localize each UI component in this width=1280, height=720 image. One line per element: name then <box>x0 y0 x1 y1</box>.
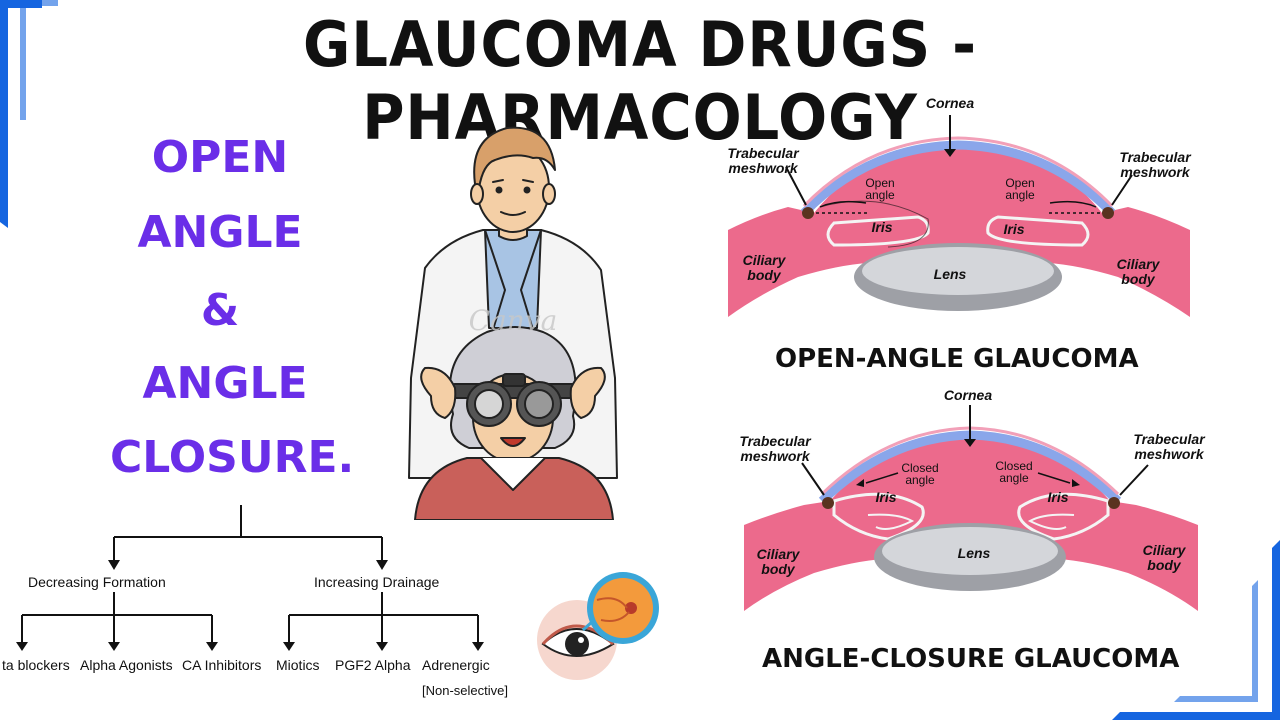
leaf-adrenergic: Adrenergic <box>422 657 490 673</box>
open-angle-right: Open angle <box>1005 176 1035 202</box>
closed-cornea-label: Cornea <box>943 387 993 403</box>
closed-angle-right: Closed angle <box>995 459 1033 485</box>
closed-lens-label: Lens <box>957 545 991 561</box>
left-word-ampersand: & <box>200 285 240 336</box>
closed-iris-right: Iris <box>1047 489 1069 505</box>
closed-trabecular-left: Trabecular meshwork <box>739 433 811 464</box>
canva-watermark: Canva <box>469 304 558 337</box>
leaf-miotics: Miotics <box>276 657 320 673</box>
drug-tree-lines <box>16 505 484 651</box>
open-angle-diagram <box>728 115 1190 317</box>
angle-closure-diagram <box>744 405 1198 611</box>
branch-increasing-drainage: Increasing Drainage <box>314 574 440 590</box>
page-title: GLAUCOMA DRUGS - PHARMACOLOGY <box>303 8 977 154</box>
closed-ciliary-left: Ciliary body <box>756 546 800 577</box>
closed-iris-left: Iris <box>875 489 897 505</box>
leaf-adrenergic-note: [Non-selective] <box>422 683 508 698</box>
open-lens-label: Lens <box>933 266 967 282</box>
branch-decreasing-formation: Decreasing Formation <box>28 574 166 590</box>
closed-ciliary-right: Ciliary body <box>1142 542 1186 573</box>
open-angle-left: Open angle <box>865 176 895 202</box>
open-trabecular-left: Trabecular meshwork <box>727 145 799 176</box>
open-iris-right: Iris <box>1003 221 1025 237</box>
leaf-pgf2-alpha: PGF2 Alpha <box>335 657 411 673</box>
open-cornea-label: Cornea <box>925 95 975 111</box>
open-angle-caption: OPEN-ANGLE GLAUCOMA <box>775 344 1139 374</box>
leaf-ca-inhibitors: CA Inhibitors <box>182 657 262 673</box>
open-ciliary-right: Ciliary body <box>1116 256 1160 287</box>
open-iris-left: Iris <box>871 219 893 235</box>
doctor-patient-illustration: Canva <box>408 126 618 520</box>
eye-retina-icon <box>537 572 659 680</box>
closed-angle-left: Closed angle <box>901 461 939 487</box>
open-trabecular-right: Trabecular meshwork <box>1119 149 1191 180</box>
left-word-angle-2: ANGLE <box>142 358 308 409</box>
left-word-angle: ANGLE <box>137 207 303 258</box>
left-word-open: OPEN <box>151 132 289 183</box>
open-ciliary-left: Ciliary body <box>742 252 786 283</box>
left-word-closure: CLOSURE. <box>110 432 355 483</box>
angle-closure-caption: ANGLE-CLOSURE GLAUCOMA <box>762 644 1180 674</box>
closed-trabecular-right: Trabecular meshwork <box>1133 431 1205 462</box>
leaf-beta-blockers: ta blockers <box>2 657 70 673</box>
leaf-alpha-agonists: Alpha Agonists <box>80 657 173 673</box>
